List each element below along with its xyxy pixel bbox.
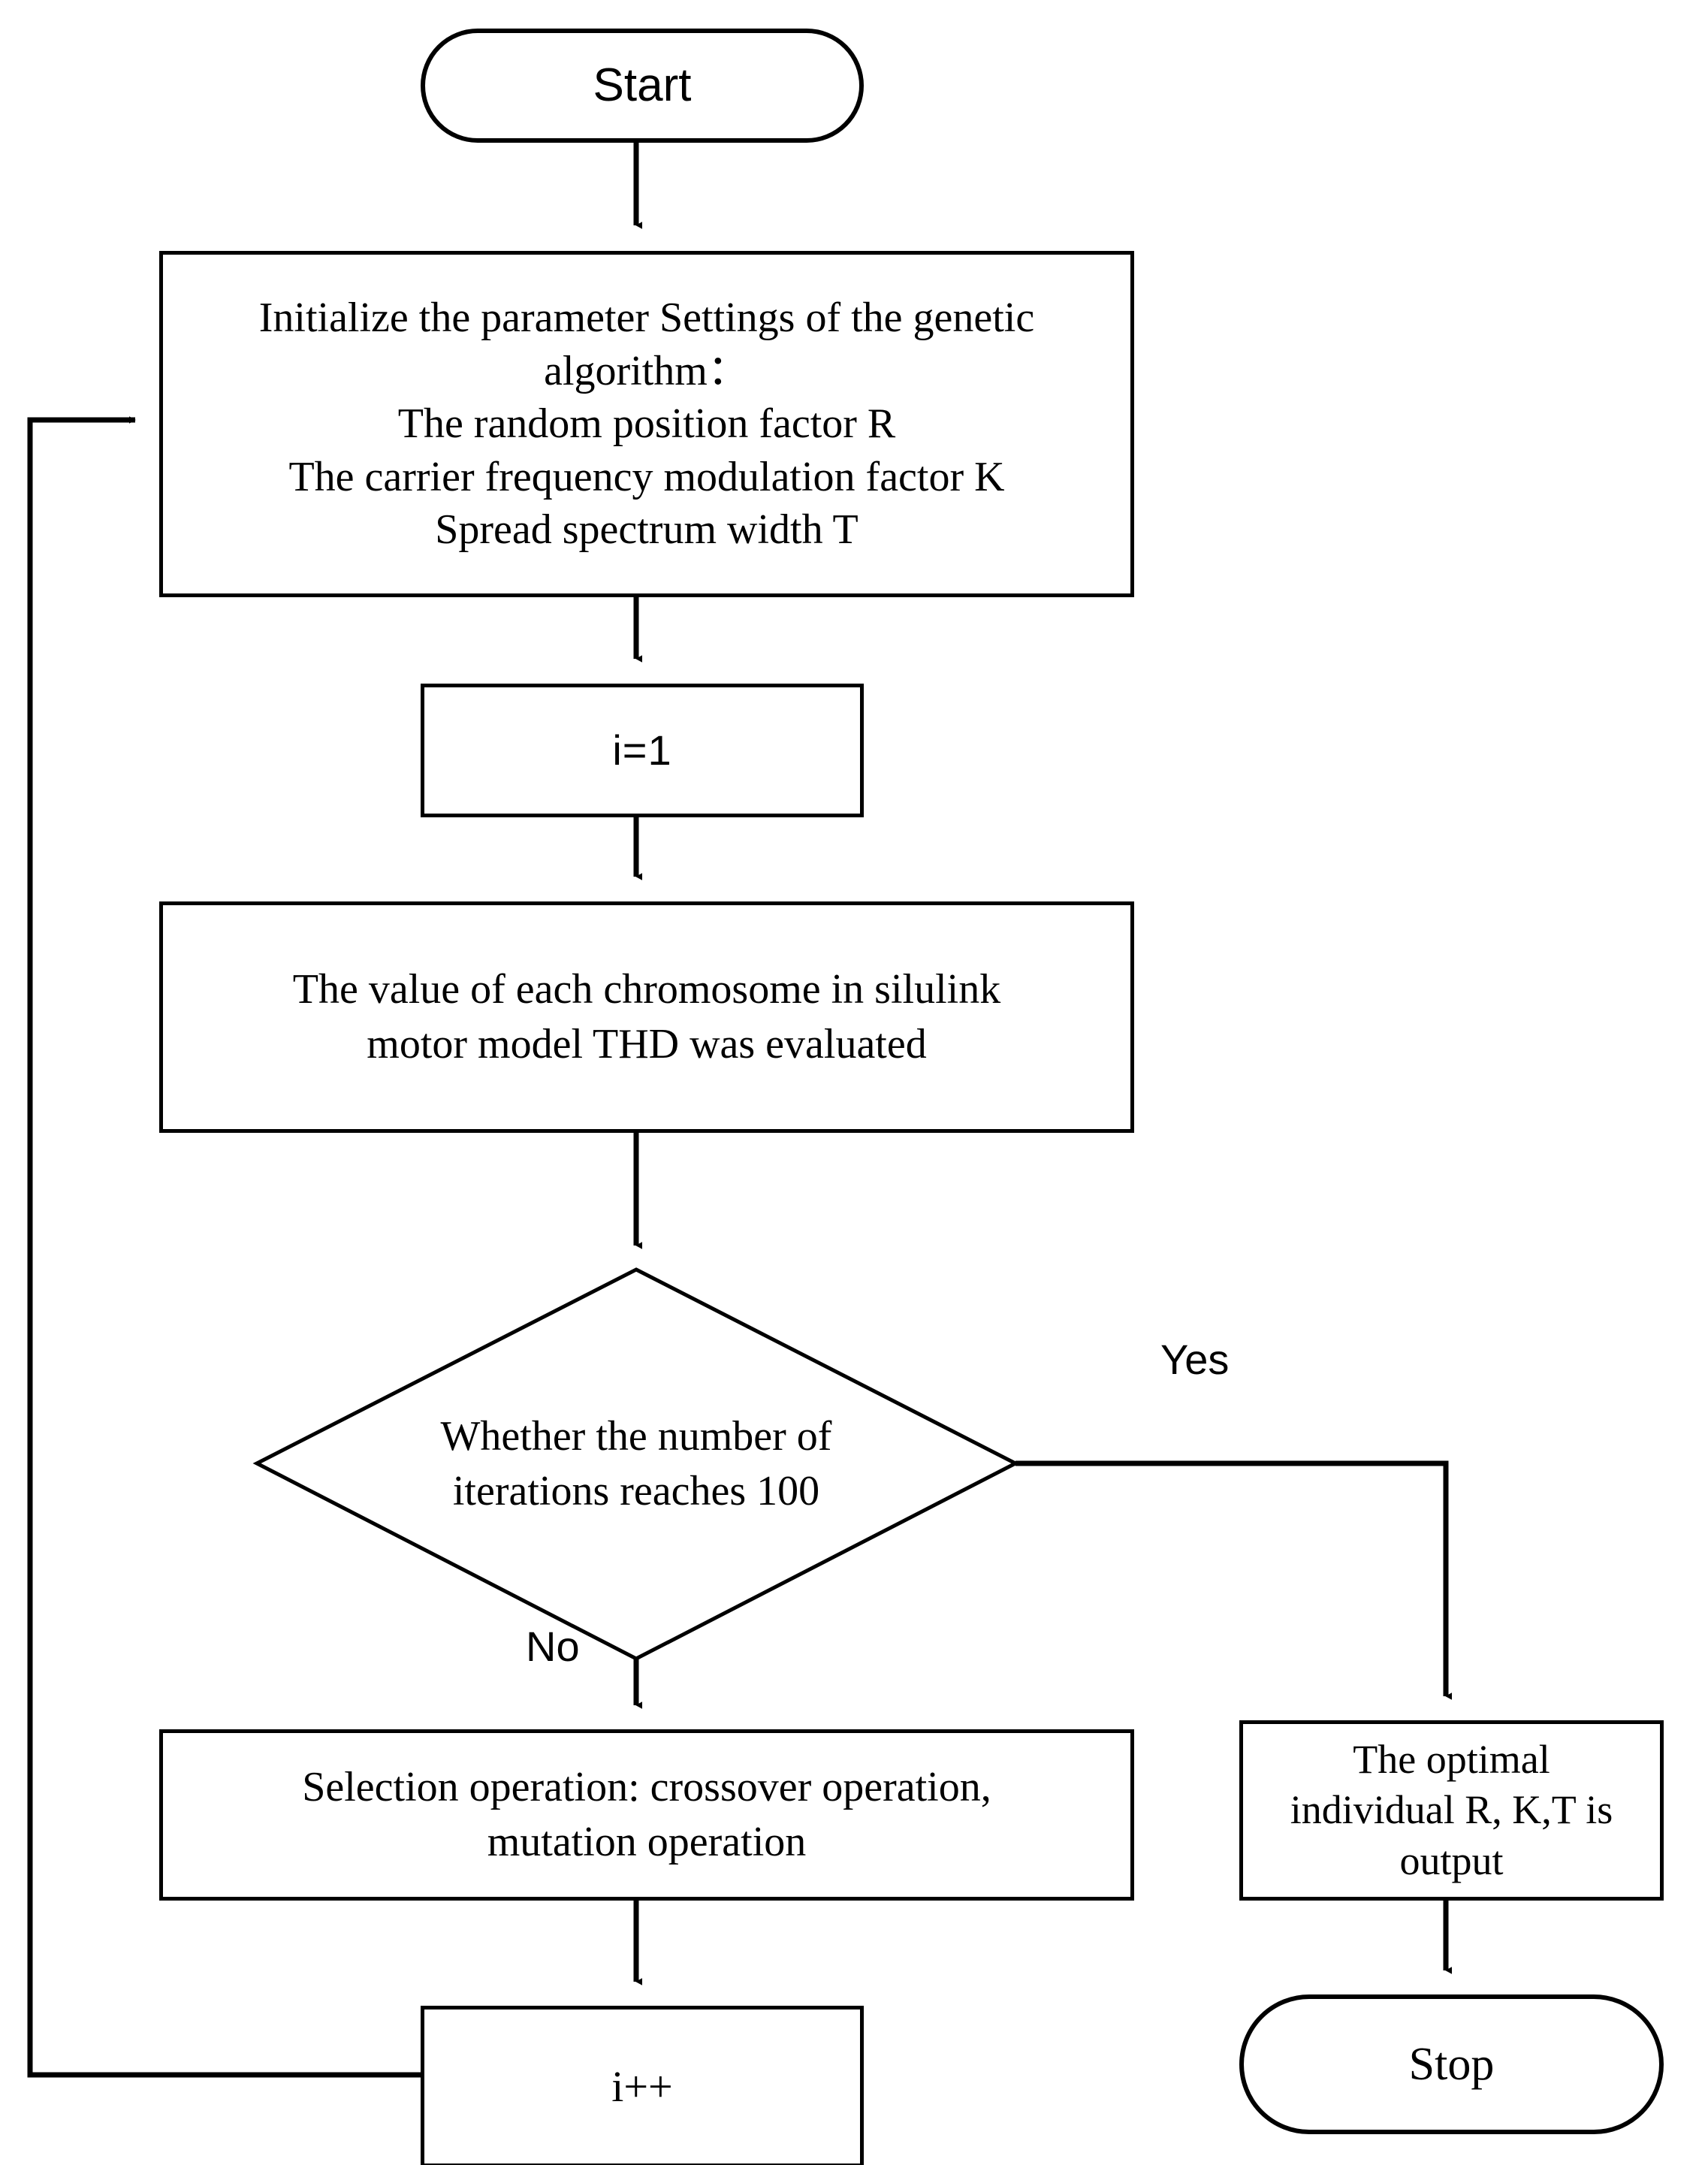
node-selection-operation[interactable]: Selection operation: crossover operation… bbox=[159, 1729, 1134, 1901]
decision-diamond-shape bbox=[252, 1267, 1020, 1661]
node-increment-counter[interactable]: i++ bbox=[421, 2006, 864, 2165]
node-counter-init-label: i=1 bbox=[612, 726, 672, 775]
edge-increment-loopback-to-initialize bbox=[27, 416, 421, 2078]
node-evaluate-label: The value of each chromosome in silulink… bbox=[292, 966, 1001, 1067]
node-output-label: The optimal individual R, K,T is output bbox=[1290, 1736, 1613, 1883]
node-start-label: Start bbox=[593, 59, 692, 111]
node-stop-label: Stop bbox=[1408, 2038, 1495, 2090]
node-counter-init[interactable]: i=1 bbox=[421, 684, 864, 817]
node-evaluate-thd[interactable]: The value of each chromosome in silulink… bbox=[159, 901, 1134, 1133]
node-initialize-label: Initialize the parameter Settings of the… bbox=[258, 294, 1035, 554]
node-output-optimal-individual[interactable]: The optimal individual R, K,T is output bbox=[1239, 1720, 1664, 1901]
node-selection-label: Selection operation: crossover operation… bbox=[302, 1764, 991, 1865]
node-start[interactable]: Start bbox=[421, 29, 864, 143]
edge-label-yes: Yes bbox=[1160, 1336, 1230, 1383]
node-initialize-parameters[interactable]: Initialize the parameter Settings of the… bbox=[159, 251, 1134, 597]
edge-label-no: No bbox=[526, 1623, 580, 1670]
node-increment-label: i++ bbox=[611, 2061, 673, 2111]
node-stop[interactable]: Stop bbox=[1239, 1994, 1664, 2134]
edge-decision-yes-to-output bbox=[1015, 1460, 1453, 1700]
